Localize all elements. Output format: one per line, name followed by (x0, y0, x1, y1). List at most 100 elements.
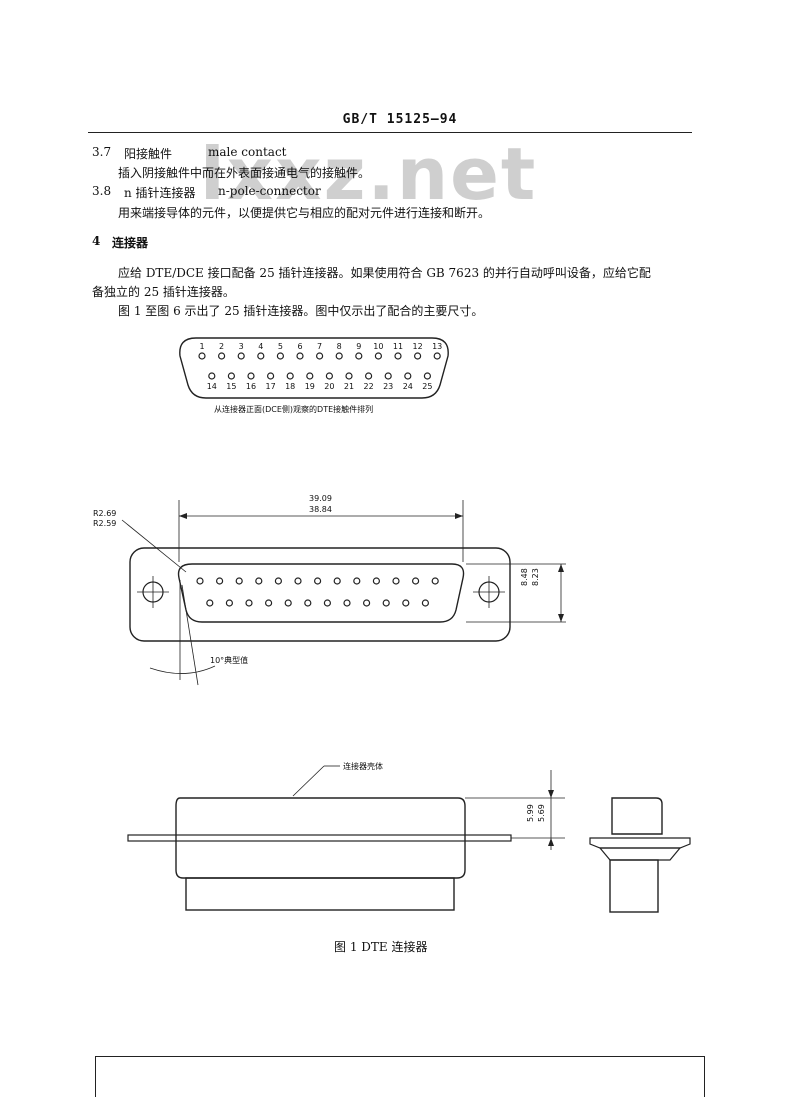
side-height-max: 5.99 (526, 804, 535, 822)
pin-number-label: 2 (219, 342, 225, 351)
front-pin-17 (265, 599, 273, 607)
pin-15 (227, 372, 235, 380)
side-view-drawing (127, 765, 565, 911)
front-pin-19 (304, 599, 312, 607)
angle-label: 10°典型值 (210, 656, 249, 665)
pin-layout-caption: 从连接器正面(DCE侧)观察的DTE接触件排列 (214, 405, 374, 414)
pin-number-label: 5 (277, 342, 283, 351)
pin-5 (276, 352, 284, 360)
front-pin-6 (294, 577, 302, 585)
front-pin-18 (284, 599, 292, 607)
pin-10 (374, 352, 382, 360)
front-pin-22 (363, 599, 371, 607)
pin-18 (286, 372, 294, 380)
pin-number-label: 24 (402, 382, 413, 391)
section-3-7-number: 3.7 (92, 145, 112, 159)
pin-row-1 (198, 352, 441, 360)
pin-number-label: 23 (383, 382, 394, 391)
pin-25 (423, 372, 431, 380)
pin-1 (198, 352, 206, 360)
pin-row-2 (208, 372, 431, 380)
pin-number-label: 14 (206, 382, 217, 391)
section-3-8-number: 3.8 (92, 184, 112, 198)
pin-number-label: 17 (265, 382, 276, 391)
front-pin-3 (235, 577, 243, 585)
pin-3 (237, 352, 245, 360)
pin-22 (365, 372, 373, 380)
paragraph-1-line-1: 应给 DTE/DCE 接口配备 25 插针连接器。如果使用符合 GB 7623 … (118, 266, 651, 280)
pin-number-label: 20 (324, 382, 335, 391)
shell-label: 连接器壳体 (343, 762, 383, 771)
pin-8 (335, 352, 343, 360)
section-4-number: 4 (92, 234, 101, 248)
front-pin-25 (421, 599, 429, 607)
pin-2 (218, 352, 226, 360)
pin-23 (384, 372, 392, 380)
front-pin-15 (225, 599, 233, 607)
figure-caption: 图 1 DTE 连接器 (334, 940, 428, 954)
front-pin-7 (314, 577, 322, 585)
pin-number-label: 21 (343, 382, 355, 391)
watermark: lxxz.net (200, 132, 538, 216)
pin-number-label: 15 (226, 382, 237, 391)
paragraph-2: 图 1 至图 6 示出了 25 插针连接器。图中仅示出了配合的主要尺寸。 (118, 304, 484, 318)
section-3-7-definition: 插入阴接触件中而在外表面接通电气的接触件。 (118, 166, 371, 180)
height-dim-min: 8.23 (531, 568, 540, 586)
front-pin-1 (196, 577, 204, 585)
side-height-min: 5.69 (537, 804, 546, 822)
pin-number-label: 3 (238, 342, 244, 351)
front-pin-2 (216, 577, 224, 585)
pin-number-label: 13 (432, 342, 443, 351)
pin-number-label: 11 (392, 342, 404, 351)
front-pin-13 (431, 577, 439, 585)
front-pin-11 (392, 577, 400, 585)
front-pin-21 (343, 599, 351, 607)
pin-12 (414, 352, 422, 360)
footer-box (95, 1056, 705, 1097)
pin-number-label: 22 (363, 382, 374, 391)
pin-9 (355, 352, 363, 360)
pin-number-label: 25 (422, 382, 433, 391)
pin-19 (306, 372, 314, 380)
pin-6 (296, 352, 304, 360)
front-pin-20 (323, 599, 331, 607)
pin-13 (433, 352, 441, 360)
radius-label-min: R2.59 (93, 519, 117, 528)
height-dim-max: 8.48 (520, 568, 529, 586)
pin-number-label: 10 (373, 342, 384, 351)
standard-code-header: GB/T 15125—94 (342, 112, 458, 127)
front-pin-5 (274, 577, 282, 585)
header-rule (88, 132, 692, 133)
front-pin-row-1 (196, 577, 439, 585)
width-dim-min: 38.84 (309, 505, 332, 514)
section-3-7-title: 阳接触件 (124, 147, 173, 161)
pin-21 (345, 372, 353, 380)
front-pin-10 (372, 577, 380, 585)
pin-number-label: 9 (356, 342, 362, 351)
pin-17 (267, 372, 275, 380)
pin-number-label: 1 (199, 342, 205, 351)
pin-number-label: 18 (285, 382, 296, 391)
front-pin-23 (382, 599, 390, 607)
radius-label-max: R2.69 (93, 509, 117, 518)
front-pin-16 (245, 599, 253, 607)
front-pin-9 (353, 577, 361, 585)
pin-number-label: 7 (317, 342, 323, 351)
pin-7 (316, 352, 324, 360)
front-pin-24 (402, 599, 410, 607)
pin-16 (247, 372, 255, 380)
pin-number-label: 4 (258, 342, 264, 351)
pin-number-label: 6 (297, 342, 303, 351)
pin-number-label: 19 (304, 382, 315, 391)
pin-number-label: 12 (412, 342, 423, 351)
section-3-8-english: n-pole-connector (218, 184, 321, 198)
section-3-8-title: n 插针连接器 (124, 186, 196, 200)
pin-11 (394, 352, 402, 360)
pin-number-label: 8 (336, 342, 342, 351)
pin-20 (325, 372, 333, 380)
pin-4 (257, 352, 265, 360)
pin-24 (404, 372, 412, 380)
pin-number-label: 16 (245, 382, 257, 391)
pin-14 (208, 372, 216, 380)
